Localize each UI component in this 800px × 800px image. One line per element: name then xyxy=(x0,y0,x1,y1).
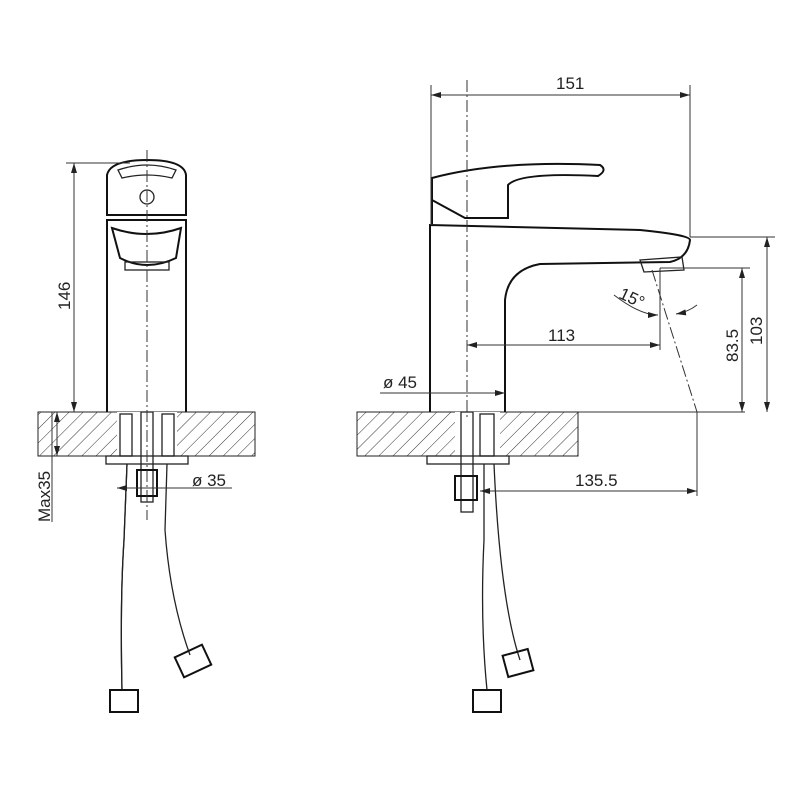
dim-146-label: 146 xyxy=(55,282,74,310)
front-view: 146 Max35 ø 35 xyxy=(35,150,256,713)
dim-135-5-label: 135.5 xyxy=(575,471,618,490)
dim-max35-label: Max35 xyxy=(35,471,54,522)
dim-151-label: 151 xyxy=(556,74,584,93)
dim-113-label: 113 xyxy=(548,326,575,345)
dim-103-label: 103 xyxy=(747,317,766,345)
dim-o45-label: ø 45 xyxy=(383,373,417,392)
dim-83-5-label: 83.5 xyxy=(723,329,742,362)
faucet-body-side xyxy=(429,223,692,412)
side-view: 151 103 83.5 113 15° ø 45 135.5 xyxy=(356,74,775,713)
dim-o35-label: ø 35 xyxy=(192,471,226,490)
dim-angle-label: 15° xyxy=(616,284,647,312)
